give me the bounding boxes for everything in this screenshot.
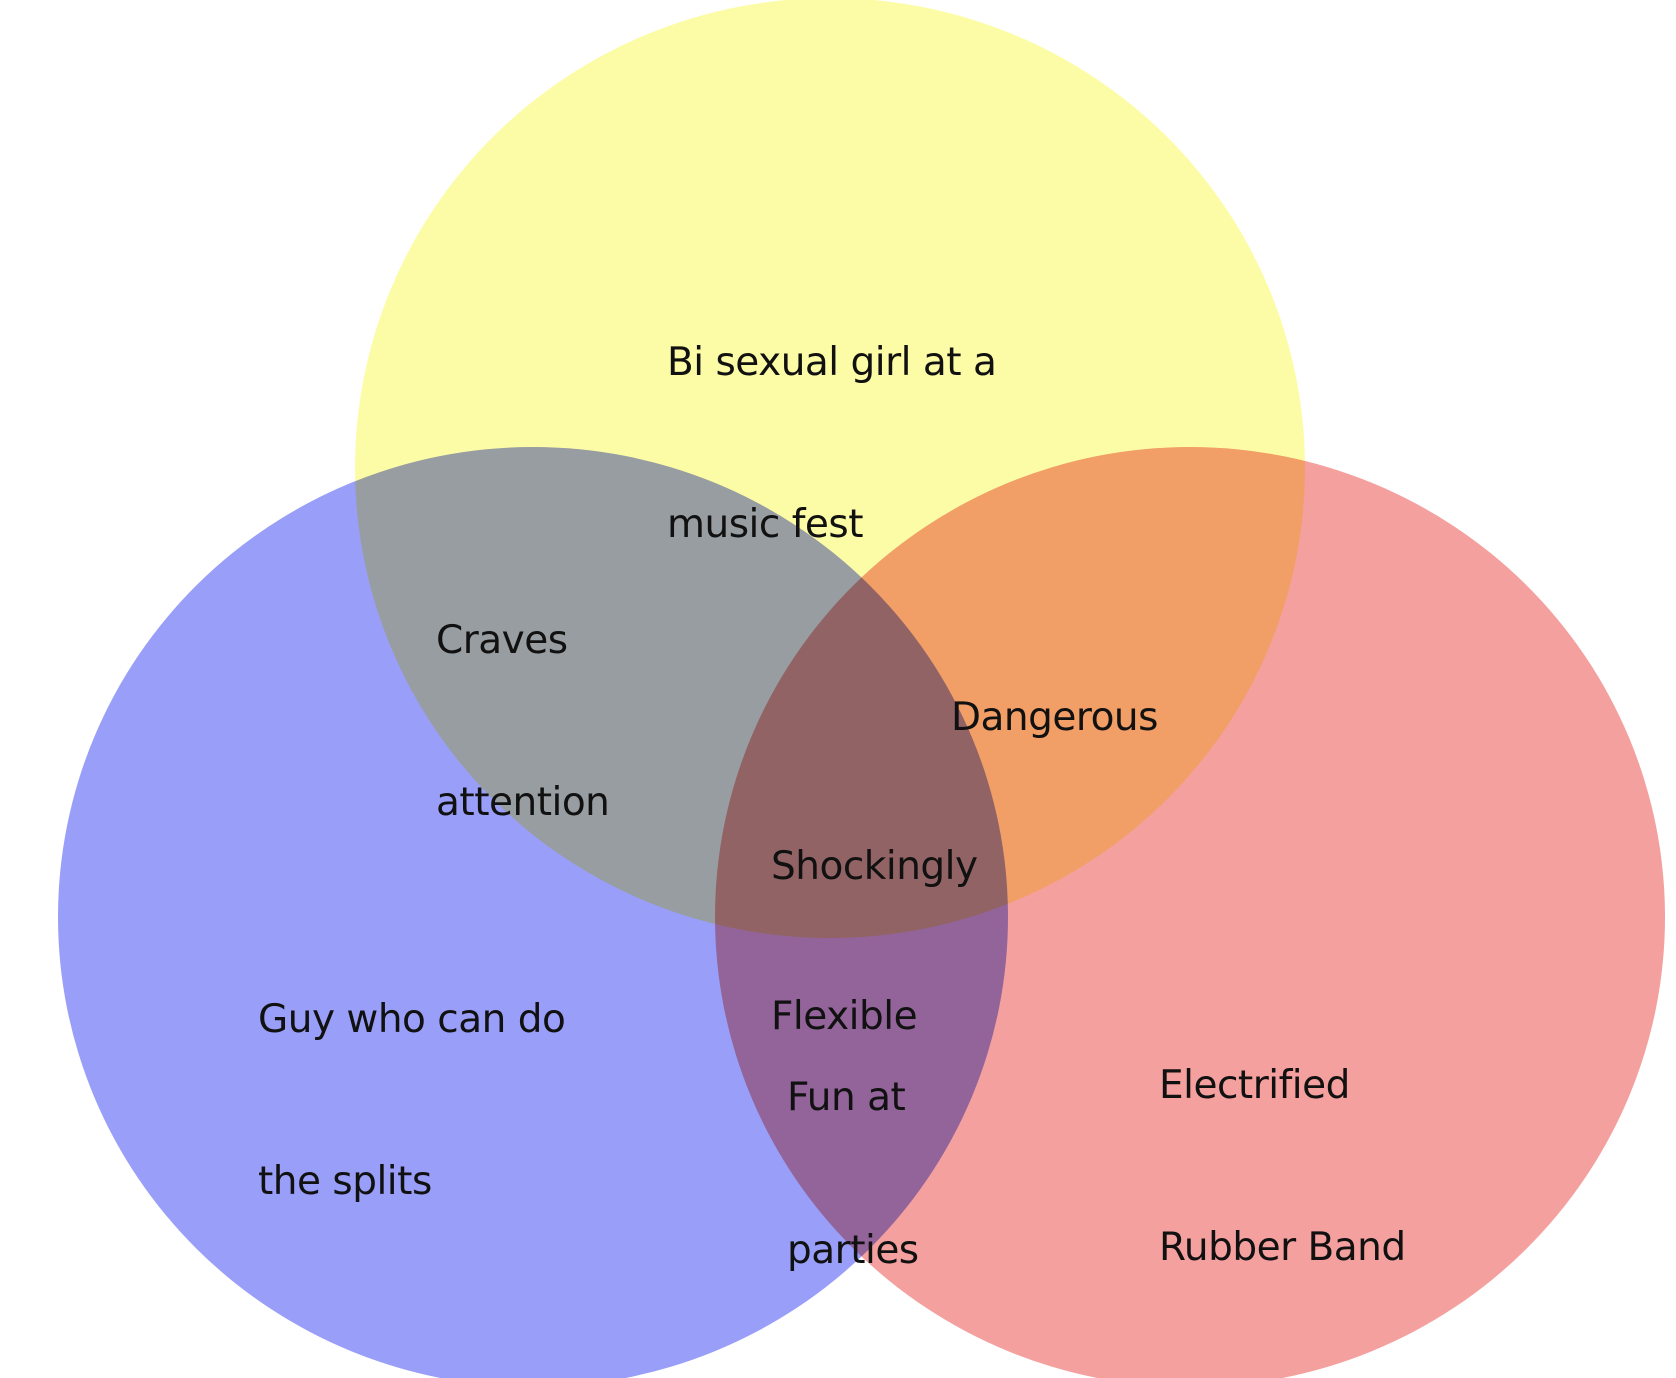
label-blue-red-intersection: Fun at parties [787,970,919,1378]
label-br-line-1: Fun at [787,1075,906,1120]
label-blue-line-2: the splits [258,1159,432,1204]
label-center-line-1: Shockingly [771,844,978,889]
label-yellow-line-1: Bi sexual girl at a [667,340,997,385]
label-yellow-set: Bi sexual girl at a music fest [667,228,997,660]
label-center-intersection: Shockingly Flexible [771,742,978,1142]
label-red-line-1: Electrified [1159,1063,1350,1108]
label-red-line-2: Rubber Band [1159,1225,1406,1270]
label-red-set: Electrified Rubber Band [1159,951,1406,1378]
label-yellow-red-intersection: Dangerous [951,583,1158,853]
label-blue-set: Guy who can do the splits [258,885,566,1317]
label-yb-line-2: attention [436,780,610,825]
label-yellow-line-2: music fest [667,502,864,547]
label-blue-line-1: Guy who can do [258,997,566,1042]
label-yb-line-1: Craves [436,618,568,663]
label-center-line-2: Flexible [771,994,918,1039]
label-br-line-2: parties [787,1228,919,1273]
label-yr-line-1: Dangerous [951,695,1158,740]
circle-red-rubber-band [715,447,1665,1378]
label-yellow-blue-intersection: Craves attention [436,506,610,938]
circle-blue-splits-guy [58,447,1008,1378]
